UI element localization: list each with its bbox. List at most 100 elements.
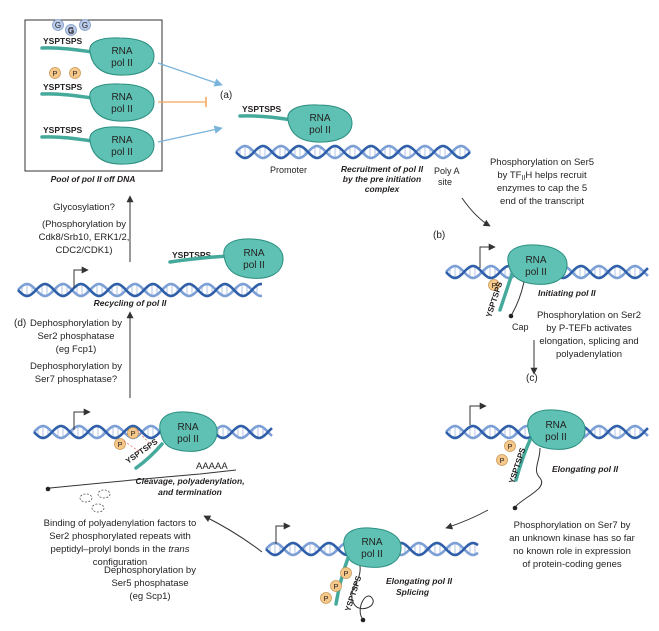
cleavage-caption-2: and termination bbox=[158, 487, 222, 497]
tss-arrow bbox=[479, 243, 496, 268]
deser2-note-1: Dephosphorylation by bbox=[30, 318, 122, 329]
cycle-arrow-splicing-to-termination bbox=[203, 515, 263, 553]
ctd-tail-text: YSPTSPS bbox=[172, 250, 212, 260]
cap-label: Cap bbox=[512, 322, 529, 332]
pol-label: pol II bbox=[111, 147, 133, 158]
pol-label: RNA bbox=[545, 420, 566, 431]
phospho-badge: P bbox=[320, 592, 332, 604]
pol-recruiting: YSPTSPS RNA pol II bbox=[238, 104, 353, 143]
ctd-tail-text: YSPTSPS bbox=[43, 82, 83, 92]
stage-label-a: (a) bbox=[220, 90, 232, 101]
phospho-badge: P bbox=[340, 567, 352, 579]
stage-label-b: (b) bbox=[433, 230, 445, 241]
ser5-note-4: end of the transcript bbox=[500, 196, 584, 207]
pool-box bbox=[24, 19, 163, 172]
elongating-caption: Elongating pol II bbox=[552, 464, 619, 474]
polya-site-label-1: Poly A bbox=[434, 166, 460, 176]
pool-pol-unmodified: YSPTSPS RNA pol II bbox=[40, 125, 155, 165]
svg-text:P: P bbox=[499, 456, 504, 465]
svg-text:P: P bbox=[117, 440, 122, 449]
svg-text:P: P bbox=[130, 429, 135, 438]
tss-arrow bbox=[73, 266, 89, 288]
dna-helix-termination bbox=[33, 424, 273, 440]
ser7-note-1: Phosphorylation on Ser7 by bbox=[514, 520, 631, 531]
pol-label: pol II bbox=[545, 432, 567, 443]
phospho-badge: P bbox=[496, 454, 508, 466]
pol-initiating: RNA pol II P YSPTSPS bbox=[484, 244, 568, 319]
phospho-badge: P bbox=[114, 438, 126, 450]
deser2-note-2: Ser2 phosphatase bbox=[37, 331, 114, 342]
deser7-note-2: Ser7 phosphatase? bbox=[35, 374, 117, 385]
deser5-note-2: Ser5 phosphatase bbox=[111, 578, 188, 589]
deser5-note-1: Dephosphorylation by bbox=[104, 565, 196, 576]
svg-text:P: P bbox=[491, 281, 496, 290]
pol-recycling: YSPTSPS RNA pol II bbox=[168, 238, 284, 279]
svg-text:P: P bbox=[323, 594, 328, 603]
pol-label: pol II bbox=[111, 58, 133, 69]
recruit-caption-2: by the pre initiation bbox=[343, 174, 421, 184]
phospho-badge: P bbox=[49, 67, 61, 79]
svg-text:P: P bbox=[343, 569, 348, 578]
pol-label: RNA bbox=[361, 537, 382, 548]
binding-note-2: Ser2 phosphorylated repeats with bbox=[49, 531, 191, 542]
glyco-badge: G bbox=[79, 19, 91, 31]
ser7-note-2: an unknown kinase has so far bbox=[509, 533, 635, 544]
pool-arrow bbox=[157, 125, 223, 143]
cycle-arrow-c-to-splicing bbox=[445, 509, 489, 530]
svg-text:P: P bbox=[507, 442, 512, 451]
cleavage-caption-1: Cleavage, polyadenylation, bbox=[135, 476, 244, 486]
ser2-note-1: Phosphorylation on Ser2 bbox=[537, 310, 641, 321]
svg-text:G: G bbox=[82, 21, 88, 30]
pol-label: RNA bbox=[243, 248, 264, 259]
cycle-arrow-a-to-b bbox=[461, 197, 491, 227]
pol-label: RNA bbox=[111, 92, 132, 103]
ctd-tail-text: YSPTSPS bbox=[242, 104, 282, 114]
svg-text:P: P bbox=[72, 69, 77, 78]
ser2-note-3: elongation, splicing and bbox=[539, 336, 638, 347]
pol-label: pol II bbox=[309, 125, 331, 136]
ser7-note-4: of protein-coding genes bbox=[522, 559, 622, 570]
pool-caption: Pool of pol II off DNA bbox=[51, 174, 136, 184]
pool-arrow bbox=[157, 62, 223, 87]
dna-helix-recycling bbox=[17, 282, 262, 298]
ctd-tail-text: YSPTSPS bbox=[484, 280, 504, 319]
glyco-mark: G bbox=[68, 27, 74, 36]
tss-arrow bbox=[275, 522, 291, 544]
ser5-note-3: enzymes to cap the 5 bbox=[497, 183, 587, 194]
pol-label: RNA bbox=[177, 422, 198, 433]
svg-text:P: P bbox=[52, 69, 57, 78]
splicing-caption-1: Elongating pol II bbox=[386, 576, 453, 586]
ser5-note-1: Phosphorylation on Ser5 bbox=[490, 157, 594, 168]
ser2-note-2: by P-TEFb activates bbox=[546, 323, 632, 334]
recruit-caption-1: Recruitment of pol II bbox=[341, 164, 424, 174]
polya-site-label-2: site bbox=[438, 177, 452, 187]
pol-label: RNA bbox=[111, 135, 132, 146]
binding-note-3: peptidyl–prolyl bonds in the trans bbox=[51, 544, 190, 555]
phospho-badge: P bbox=[488, 279, 500, 291]
binding-note-4: configuration bbox=[93, 557, 147, 568]
stage-label-c: (c) bbox=[526, 373, 538, 384]
mrna-cap bbox=[508, 313, 514, 319]
tss-arrow bbox=[73, 408, 91, 430]
mrna-cap bbox=[360, 617, 366, 623]
pol-label: RNA bbox=[525, 255, 546, 266]
recruit-caption-3: complex bbox=[365, 184, 401, 194]
svg-text:P: P bbox=[333, 582, 338, 591]
pol-label: pol II bbox=[243, 260, 265, 271]
phospho-badge: P bbox=[330, 580, 342, 592]
binding-note-1: Binding of polyadenylation factors to bbox=[44, 518, 197, 529]
pol-label: pol II bbox=[111, 104, 133, 115]
polya-tail-label: AAAAA bbox=[196, 461, 228, 472]
phospho-badge: P bbox=[504, 440, 516, 452]
initiating-caption: Initiating pol II bbox=[538, 288, 596, 298]
phospho-badge: P bbox=[69, 67, 81, 79]
ser7-note-3: no known role in expression bbox=[513, 546, 631, 557]
mrna-cap bbox=[512, 505, 518, 511]
mrna-cap bbox=[45, 486, 51, 492]
svg-text:G: G bbox=[68, 26, 74, 35]
glyco-badge: G bbox=[52, 19, 64, 31]
ctd-tail-text: YSPTSPS bbox=[43, 36, 83, 46]
glyco-note: Glycosylation? bbox=[53, 202, 115, 213]
pol-label: pol II bbox=[177, 434, 199, 445]
